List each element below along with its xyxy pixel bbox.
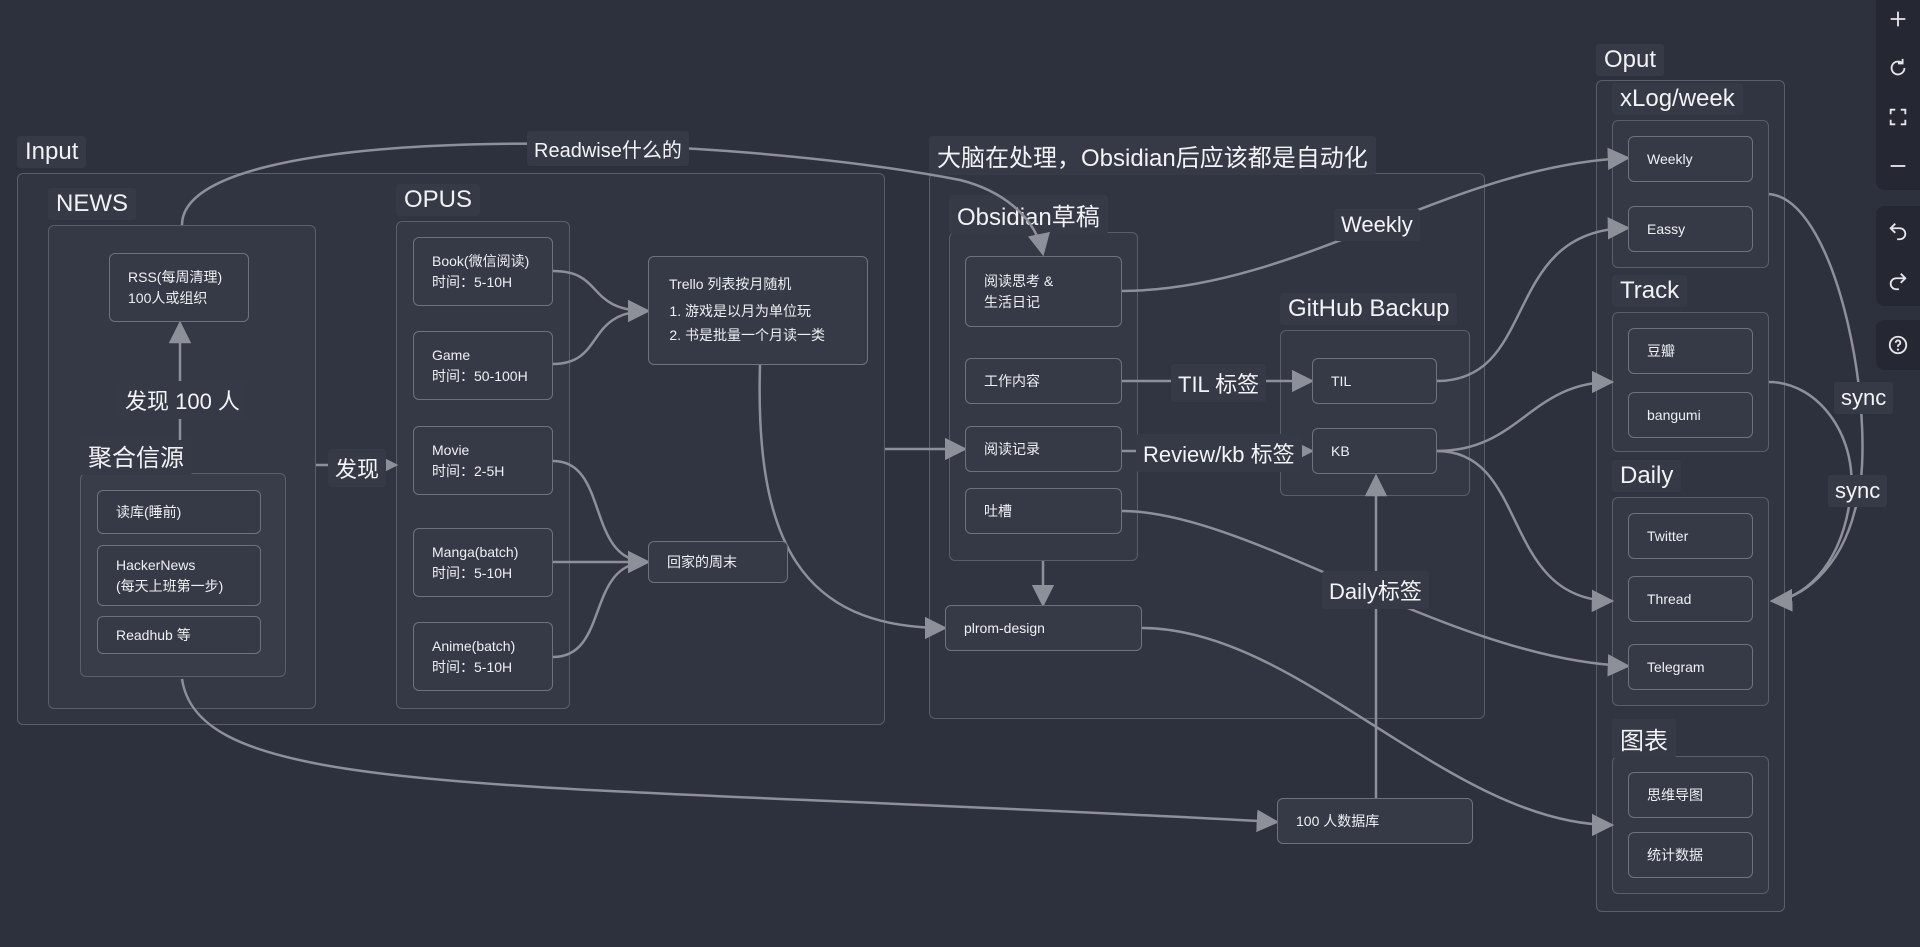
group-label-daily: Daily [1612,460,1682,492]
node-hackernews[interactable]: HackerNews (每天上班第一步) [97,545,261,606]
edge-label-til-tag: TIL 标签 [1171,364,1267,402]
node-anime-line1: Anime(batch) [432,637,516,654]
node-douban[interactable]: 豆瓣 [1628,328,1753,374]
group-label-obsidian: Obsidian草稿 [949,195,1108,234]
fit-to-screen-icon[interactable] [1876,92,1920,141]
node-twitter-line1: Twitter [1647,527,1689,544]
group-label-aggregate: 聚合信源 [80,436,192,475]
redo-icon[interactable] [1876,256,1920,306]
node-reading-think-line1: 阅读思考 & [984,272,1054,289]
group-label-output: Oput [1596,44,1665,76]
node-work[interactable]: 工作内容 [965,358,1122,404]
node-book[interactable]: Book(微信阅读) 时间：5-10H [413,237,553,306]
group-label-charts: 图表 [1612,719,1676,758]
edge-label-review-tag: Review/kb 标签 [1136,434,1302,472]
node-rant[interactable]: 吐槽 [965,488,1122,534]
group-label-github: GitHub Backup [1280,293,1458,325]
node-reading-log-line1: 阅读记录 [984,440,1040,457]
node-telegram-line1: Telegram [1647,658,1705,675]
node-weekend-line1: 回家的周末 [667,553,737,570]
edge-label-daily-tag: Daily标签 [1322,571,1429,609]
node-til-line1: TIL [1331,372,1352,389]
node-reading-log[interactable]: 阅读记录 [965,426,1122,472]
node-eassy-line1: Eassy [1647,220,1686,237]
history-toolbar [1876,206,1920,306]
node-eassy[interactable]: Eassy [1628,206,1753,252]
reset-zoom-icon[interactable] [1876,43,1920,92]
node-til[interactable]: TIL [1312,358,1437,404]
help-toolbar [1876,320,1920,370]
node-telegram[interactable]: Telegram [1628,644,1753,690]
group-label-brain: 大脑在处理，Obsidian后应该都是自动化 [929,136,1376,175]
node-movie-line1: Movie [432,441,470,458]
node-db100[interactable]: 100 人数据库 [1277,798,1473,844]
group-label-xlog: xLog/week [1612,83,1743,115]
edge-label-sync2: sync [1828,475,1888,507]
node-readhub-line1: Readhub 等 [116,626,191,643]
node-game[interactable]: Game 时间：50-100H [413,331,553,400]
node-rant-line1: 吐槽 [984,502,1012,519]
node-thread-line1: Thread [1647,590,1692,607]
node-book-line2: 时间：5-10H [432,273,513,290]
node-book-line1: Book(微信阅读) [432,252,530,269]
node-twitter[interactable]: Twitter [1628,513,1753,559]
edge-label-sync1: sync [1834,382,1894,414]
node-game-line2: 时间：50-100H [432,367,528,384]
node-bangumi-line1: bangumi [1647,406,1701,423]
node-reading-think[interactable]: 阅读思考 & 生活日记 [965,256,1122,327]
node-readhub[interactable]: Readhub 等 [97,616,261,654]
node-weekly[interactable]: Weekly [1628,136,1753,182]
zoom-out-icon[interactable] [1876,141,1920,190]
edge-label-discover100: 发现 100 人 [118,381,247,419]
node-duku-line1: 读库(睡前) [116,503,182,520]
help-icon[interactable] [1876,320,1920,370]
undo-icon[interactable] [1876,206,1920,256]
node-hackernews-line2: (每天上班第一步) [116,577,224,594]
node-trello-item-1: 游戏是以月为单位玩 [685,299,847,323]
node-trello[interactable]: Trello 列表按月随机 游戏是以月为单位玩 书是批量一个月读一类 [648,256,868,365]
node-reading-think-line2: 生活日记 [984,293,1040,310]
node-manga-line1: Manga(batch) [432,543,519,560]
node-stats-line1: 统计数据 [1647,846,1703,863]
node-work-line1: 工作内容 [984,372,1040,389]
edge-label-readwise: Readwise什么的 [527,131,689,166]
node-plrom-line1: plrom-design [964,619,1045,636]
edge-label-discover: 发现 [328,449,387,487]
node-thread[interactable]: Thread [1628,576,1753,622]
node-anime-line2: 时间：5-10H [432,658,513,675]
node-trello-list: 游戏是以月为单位玩 书是批量一个月读一类 [669,299,847,347]
node-weekly-line1: Weekly [1647,150,1693,167]
node-rss-line2: 100人或组织 [128,289,208,306]
node-movie[interactable]: Movie 时间：2-5H [413,426,553,495]
node-trello-item-2: 书是批量一个月读一类 [685,323,847,347]
node-hackernews-line1: HackerNews [116,556,196,573]
group-label-news: NEWS [48,188,136,220]
group-label-track: Track [1612,275,1688,307]
node-kb[interactable]: KB [1312,428,1437,474]
group-label-opus: OPUS [396,184,481,216]
zoom-toolbar [1876,0,1920,190]
node-stats[interactable]: 统计数据 [1628,832,1753,878]
node-bangumi[interactable]: bangumi [1628,392,1753,438]
node-manga[interactable]: Manga(batch) 时间：5-10H [413,528,553,597]
node-rss-line1: RSS(每周清理) [128,268,223,285]
node-weekend[interactable]: 回家的周末 [648,541,788,583]
node-db100-line1: 100 人数据库 [1296,812,1380,829]
edge-label-weekly: Weekly [1334,209,1420,241]
node-rss[interactable]: RSS(每周清理) 100人或组织 [109,253,249,322]
node-kb-line1: KB [1331,442,1350,459]
node-trello-title: Trello 列表按月随机 [669,276,792,292]
node-manga-line2: 时间：5-10H [432,564,513,581]
node-plrom[interactable]: plrom-design [945,605,1142,651]
node-anime[interactable]: Anime(batch) 时间：5-10H [413,622,553,691]
node-movie-line2: 时间：2-5H [432,462,505,479]
node-mindmap[interactable]: 思维导图 [1628,772,1753,818]
node-game-line1: Game [432,346,471,363]
group-label-input: Input [17,136,87,168]
node-mindmap-line1: 思维导图 [1647,786,1703,803]
node-duku[interactable]: 读库(睡前) [97,490,261,534]
zoom-in-icon[interactable] [1876,0,1920,43]
node-douban-line1: 豆瓣 [1647,342,1675,359]
